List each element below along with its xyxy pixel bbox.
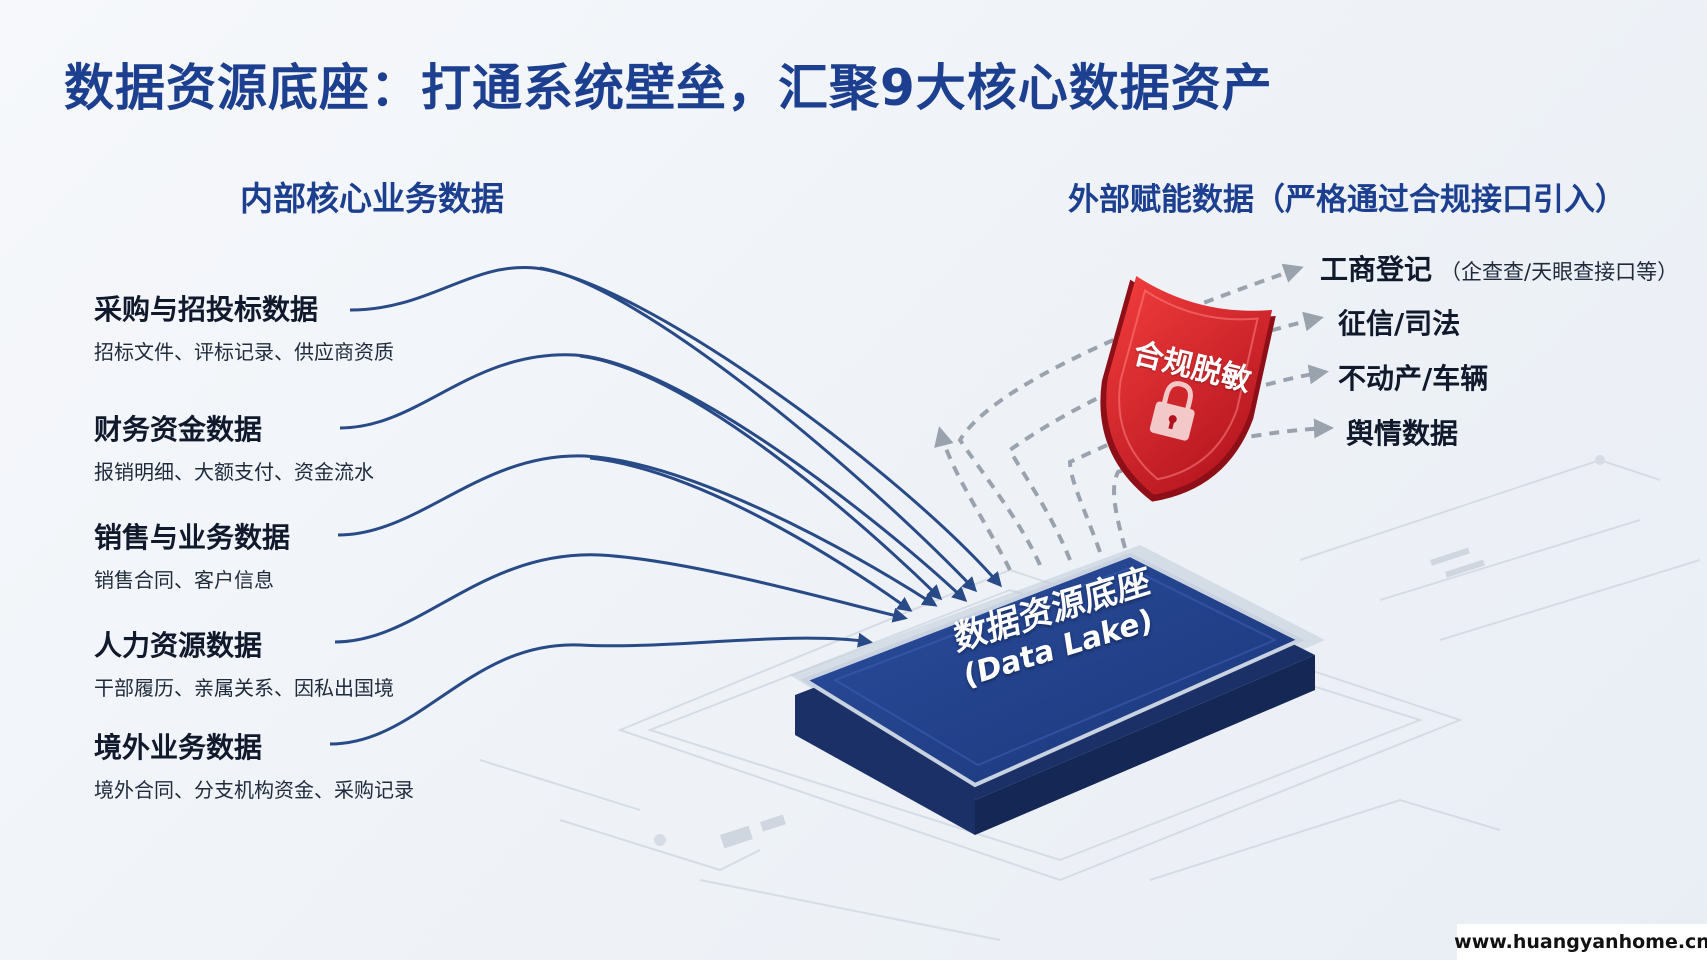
data-lake-chip	[790, 545, 1325, 835]
internal-flow-lines	[329, 265, 1002, 746]
internal-heading: 内部核心业务数据	[240, 179, 504, 218]
internal-source-desc: 境外合同、分支机构资金、采购记录	[94, 778, 414, 802]
watermark: www.huangyanhome.cn	[1454, 924, 1707, 960]
internal-source-name: 销售与业务数据	[94, 521, 291, 554]
external-source-name: 舆情数据	[1346, 417, 1459, 450]
internal-source-item: 境外业务数据 境外合同、分支机构资金、采购记录	[94, 726, 414, 803]
external-source-name: 不动产/车辆	[1338, 362, 1489, 395]
internal-source-item: 人力资源数据 干部履历、亲属关系、因私出国境	[94, 624, 394, 701]
internal-flow-arrow	[579, 354, 943, 601]
external-flow-arrow	[934, 426, 1012, 571]
internal-flow-arrow	[339, 353, 968, 603]
internal-flow-arrow	[329, 632, 873, 746]
internal-source-desc: 报销明细、大额支付、资金流水	[94, 460, 374, 484]
circuit-background	[479, 455, 1701, 941]
external-source-name: 征信/司法	[1338, 307, 1461, 340]
internal-source-item: 采购与招投标数据 招标文件、评标记录、供应商资质	[94, 288, 394, 365]
external-flow-arrow	[1007, 311, 1324, 561]
internal-source-item: 销售与业务数据 销售合同、客户信息	[94, 516, 290, 593]
page-title: 数据资源底座：打通系统壁垒，汇聚9大核心数据资产	[64, 59, 1273, 117]
internal-flow-arrow	[334, 553, 908, 644]
internal-source-name: 财务资金数据	[94, 413, 263, 446]
internal-source-name: 采购与招投标数据	[94, 293, 319, 326]
external-source-item: 不动产/车辆	[1338, 357, 1488, 397]
lock-icon	[1149, 381, 1195, 441]
external-source-item: 舆情数据	[1346, 412, 1458, 452]
external-heading: 外部赋能数据（严格通过合规接口引入）	[1068, 182, 1626, 218]
internal-flow-arrow	[349, 265, 1002, 588]
external-flow-arrow	[1067, 364, 1329, 553]
circuit-pads	[720, 547, 1485, 849]
internal-source-name: 境外业务数据	[94, 731, 263, 764]
internal-source-desc: 干部履历、亲属关系、因私出国境	[94, 676, 394, 700]
internal-source-desc: 销售合同、客户信息	[94, 568, 274, 592]
internal-flow-arrow	[337, 454, 938, 607]
external-source-note: （企查查/天眼查接口等）	[1440, 260, 1679, 284]
shield-icon	[1100, 276, 1276, 502]
internal-source-item: 财务资金数据 报销明细、大额支付、资金流水	[94, 408, 374, 485]
internal-source-name: 人力资源数据	[94, 629, 263, 662]
internal-flow-arrow	[539, 266, 978, 593]
internal-flow-arrow	[589, 456, 913, 612]
external-source-item: 工商登记 （企查查/天眼查接口等）	[1320, 248, 1678, 288]
internal-source-desc: 招标文件、评标记录、供应商资质	[94, 340, 394, 364]
external-source-item: 征信/司法	[1338, 302, 1460, 342]
external-source-name: 工商登记	[1320, 253, 1433, 286]
